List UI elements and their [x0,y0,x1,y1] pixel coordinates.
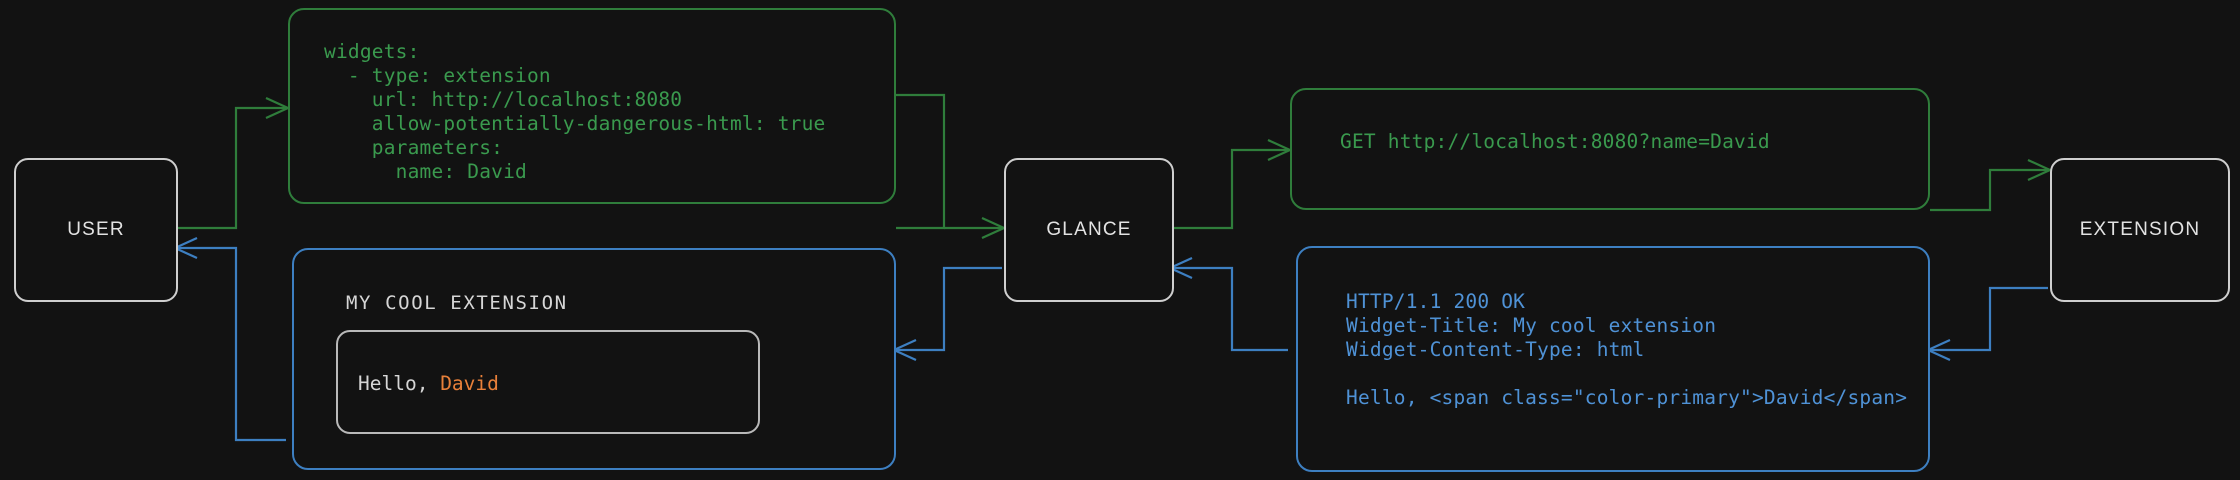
config-yaml-box[interactable]: widgets: - type: extension url: http://l… [288,8,896,204]
widget-title: MY COOL EXTENSION [346,292,568,314]
request-box[interactable]: GET http://localhost:8080?name=David [1290,88,1930,210]
widget-greeting-prefix: Hello, [358,372,441,395]
request-text: GET http://localhost:8080?name=David [1340,130,1770,153]
response-box[interactable]: HTTP/1.1 200 OK Widget-Title: My cool ex… [1296,246,1930,472]
config-yaml-text: widgets: - type: extension url: http://l… [324,40,826,183]
node-extension[interactable]: EXTENSION [2050,158,2230,302]
node-glance[interactable]: GLANCE [1004,158,1174,302]
widget-render-box[interactable]: MY COOL EXTENSION Hello, David [292,248,896,470]
node-extension-label: EXTENSION [2079,219,2201,240]
response-text: HTTP/1.1 200 OK Widget-Title: My cool ex… [1346,290,1908,409]
node-user-label: USER [67,219,125,240]
node-glance-label: GLANCE [1046,219,1132,240]
widget-greeting: Hello, David [358,372,499,395]
widget-content-frame: Hello, David [336,330,760,434]
widget-greeting-name: David [440,372,499,395]
node-user[interactable]: USER [14,158,178,302]
